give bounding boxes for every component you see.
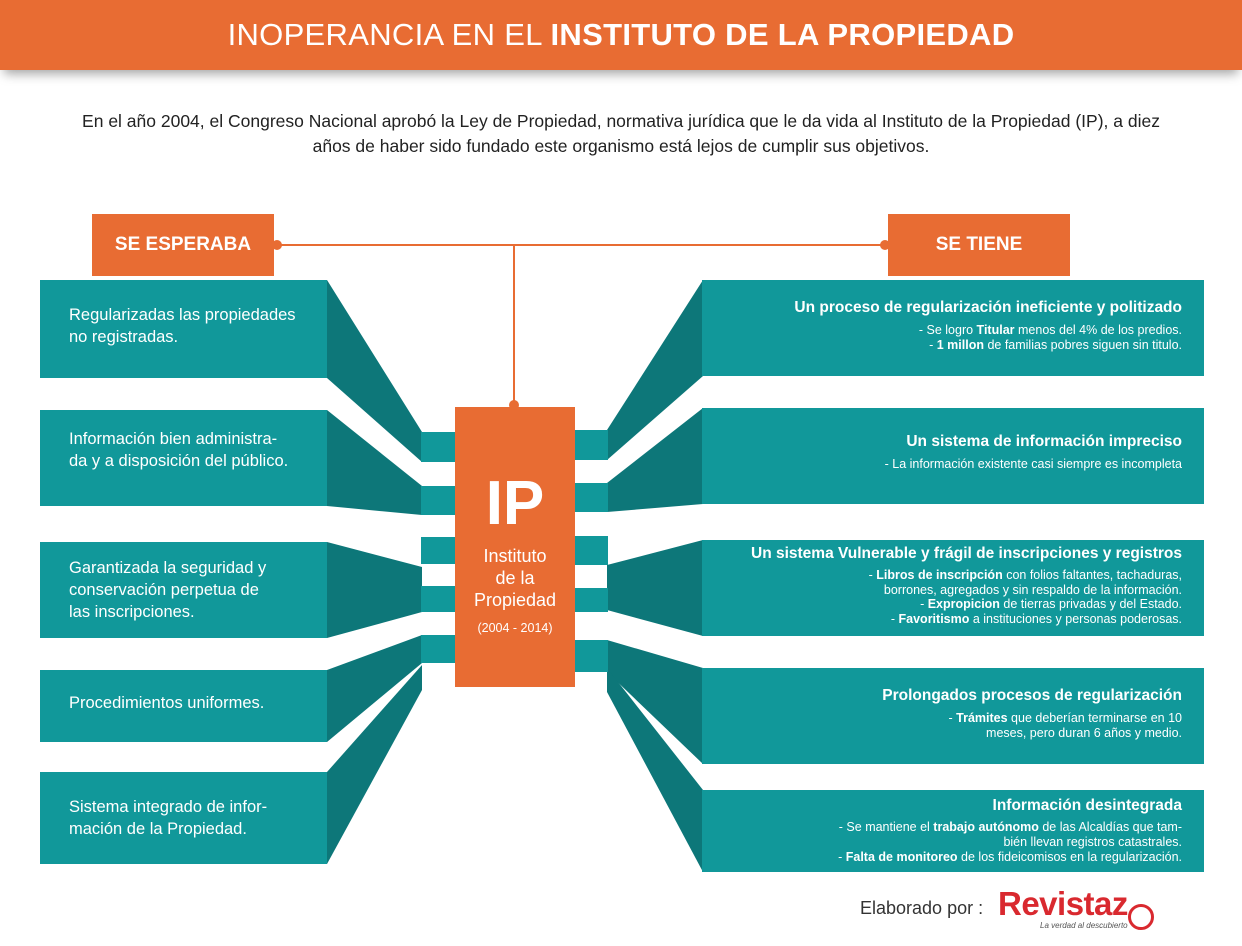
actual-detail-line: - Trámites que deberían terminarse en 10	[948, 711, 1182, 725]
expected-item: Procedimientos uniformes.	[40, 670, 327, 742]
ip-abbreviation: IP	[485, 469, 545, 538]
ip-center-box: IP Instituto de la Propiedad (2004 - 201…	[455, 407, 575, 687]
actual-detail-line: - Libros de inscripción con folios falta…	[868, 568, 1182, 582]
expected-item: Garantizada la seguridad y conservación …	[40, 542, 327, 638]
ribbon-right-2	[607, 408, 703, 512]
expected-text-line: Información bien administra-	[69, 430, 278, 448]
expected-text-line: mación de la Propiedad.	[69, 820, 247, 838]
header-title-bold: INSTITUTO DE LA PROPIEDAD	[550, 17, 1015, 52]
ribbon-left-3	[327, 542, 422, 638]
actual-detail-line: - Se mantiene el trabajo autónomo de las…	[838, 820, 1182, 834]
actual-detail-line: - Favoritismo a instituciones y personas…	[890, 611, 1182, 626]
stub-left-2	[421, 486, 456, 515]
ribbon-left-4	[327, 635, 422, 742]
stub-left-3	[421, 537, 456, 564]
actual-item: Información desintegrada - Se mantiene e…	[702, 790, 1204, 872]
actual-detail-line: borrones, agregados y sin respaldo de la…	[883, 582, 1182, 597]
logo-tagline: La verdad al descubierto	[1040, 921, 1128, 930]
actual-title: Prolongados procesos de regularización	[882, 687, 1182, 704]
expected-text-line: Procedimientos uniformes.	[69, 694, 265, 712]
actual-detail-line: - Expropicion de tierras privadas y del …	[920, 597, 1182, 611]
actual-item: Prolongados procesos de regularización -…	[702, 668, 1204, 764]
actual-item: Un sistema de información impreciso - La…	[702, 408, 1204, 504]
connector-dot-right	[880, 240, 890, 250]
credit-text: Elaborado por :	[860, 898, 984, 918]
ribbon-left-5	[327, 665, 422, 864]
ribbon-right-3	[607, 540, 703, 636]
header-title-regular: INOPERANCIA EN EL	[227, 17, 551, 52]
ribbon-left-2	[327, 410, 422, 515]
label-se-tiene: SE TIENE	[888, 214, 1070, 276]
actual-detail-line: meses, pero duran 6 años y medio.	[986, 726, 1182, 740]
expected-text-line: Sistema integrado de infor-	[69, 798, 268, 816]
actual-detail-line: bién llevan registros catastrales.	[1003, 835, 1182, 849]
stub-right-3	[574, 536, 608, 565]
stub-left-4	[421, 586, 456, 612]
stub-left-1	[421, 432, 456, 462]
connector-dot-left	[272, 240, 282, 250]
ribbon-right-4	[607, 640, 703, 764]
expected-item: Regularizadas las propiedades no registr…	[40, 280, 327, 378]
expected-item: Sistema integrado de infor- mación de la…	[40, 772, 327, 864]
stub-right-1	[574, 430, 608, 460]
actual-item: Un sistema Vulnerable y frágil de inscri…	[702, 540, 1204, 636]
ip-name-line: de la	[495, 568, 535, 588]
expected-text-line: conservación perpetua de	[69, 581, 259, 599]
revistazo-logo: RevistazO	[998, 886, 1154, 930]
header-banner: INOPERANCIA EN EL INSTITUTO DE LA PROPIE…	[0, 0, 1242, 70]
ribbon-left-1	[327, 280, 422, 462]
stub-right-4	[574, 588, 608, 612]
stub-left-5	[421, 635, 456, 663]
expected-text-line: Regularizadas las propiedades	[69, 306, 296, 324]
ip-name-line: Propiedad	[473, 590, 557, 610]
actual-title: Un sistema de información impreciso	[906, 433, 1182, 450]
logo-wordmark: Revistaz	[998, 885, 1128, 922]
ip-name-line: Instituto	[483, 546, 547, 566]
stub-right-2	[574, 483, 608, 512]
label-se-esperaba: SE ESPERABA	[92, 214, 274, 276]
stub-right-5	[574, 640, 608, 672]
magnifier-icon: O	[1127, 904, 1154, 930]
ip-years: (2004 - 2014)	[477, 621, 553, 635]
ribbon-right-1	[607, 280, 703, 460]
ribbon-right-5	[607, 668, 703, 872]
actual-detail-line: - La información existente casi siempre …	[884, 457, 1182, 471]
actual-detail-line: - 1 millon de familias pobres siguen sin…	[929, 338, 1182, 352]
expected-text-line: no registradas.	[69, 328, 179, 346]
actual-title: Un proceso de regularización ineficiente…	[794, 299, 1182, 316]
actual-title: Un sistema Vulnerable y frágil de inscri…	[751, 545, 1182, 562]
actual-item: Un proceso de regularización ineficiente…	[702, 280, 1204, 376]
expected-item: Información bien administra- da y a disp…	[40, 410, 327, 506]
expected-text-line: las inscripciones.	[69, 603, 195, 621]
actual-detail-line: - Falta de monitoreo de los fideicomisos…	[838, 850, 1182, 864]
actual-title: Información desintegrada	[992, 797, 1182, 814]
expected-text-line: Garantizada la seguridad y	[69, 559, 267, 577]
intro-paragraph: En el año 2004, el Congreso Nacional apr…	[82, 111, 1160, 156]
actual-detail-line: - Se logro Titular menos del 4% de los p…	[918, 323, 1182, 337]
expected-text-line: da y a disposición del público.	[69, 452, 289, 470]
